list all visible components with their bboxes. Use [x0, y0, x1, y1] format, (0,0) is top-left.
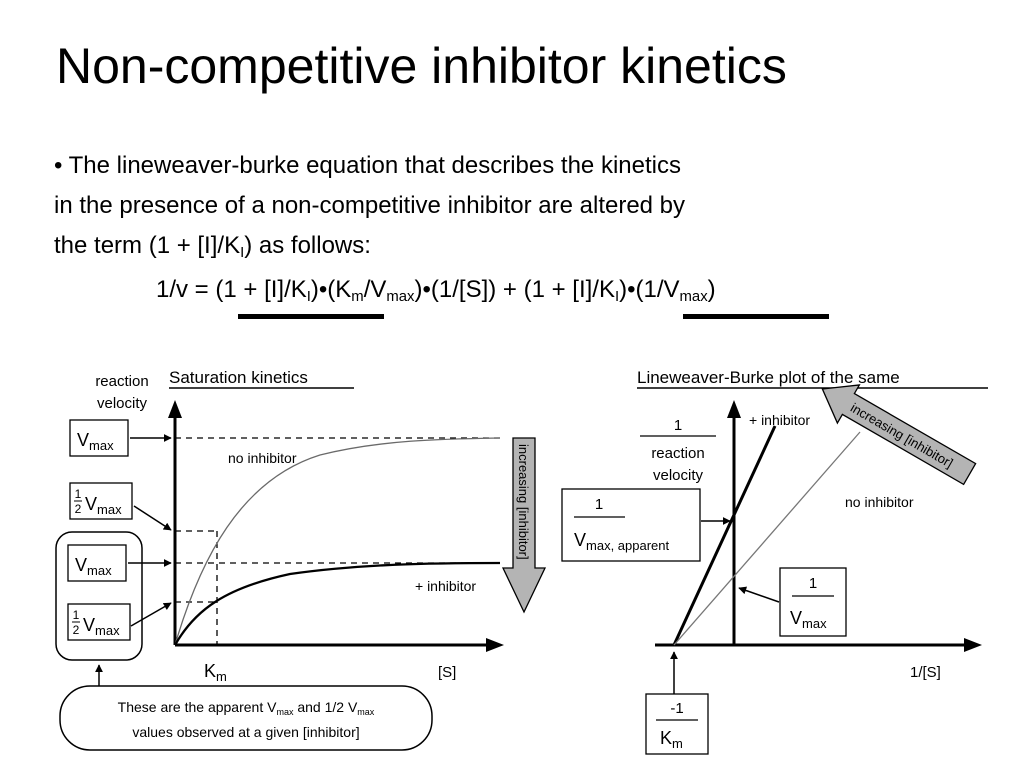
saturation-kinetics-panel: Saturation kinetics reaction velocity no… [55, 368, 547, 751]
svg-text:These are the apparent Vmax an: These are the apparent Vmax and 1/2 Vmax [118, 699, 375, 717]
lineweaver-y-label: 1 [674, 417, 682, 434]
bullet-line-3: the term (1 + [I]/KI) as follows: [54, 232, 371, 262]
saturation-x-label: [S] [438, 664, 456, 681]
bullet-line-1: • The lineweaver-burke equation that des… [54, 152, 681, 179]
equation-term-1: (1 + [I]/K [215, 276, 307, 303]
increasing-inhibitor-arrow-lb [821, 384, 977, 486]
apparent-vmax-box [67, 544, 127, 582]
label-no-inhibitor: no inhibitor [228, 450, 297, 466]
bullet-text: • The lineweaver-burke equation that des… [54, 146, 984, 266]
svg-text:Km: Km [660, 728, 683, 751]
svg-text:Vmax: Vmax [85, 494, 122, 517]
svg-text:-1: -1 [670, 700, 683, 717]
vmax-box [69, 419, 129, 457]
lineweaver-burke-panel: Lineweaver-Burke plot of the same 1 reac… [561, 368, 988, 755]
apparent-vmax-intercept-box [561, 488, 701, 562]
lineweaver-heading: Lineweaver-Burke plot of the same [637, 368, 900, 387]
equation-underline-2 [683, 314, 829, 319]
apparent-values-group [55, 531, 143, 661]
label-plus-inhibitor: + inhibitor [415, 578, 476, 594]
svg-text:2: 2 [75, 502, 82, 516]
increasing-inhibitor-label-lb: increasing [inhibitor] [848, 400, 956, 471]
svg-text:values observed at a given [in: values observed at a given [inhibitor] [132, 724, 359, 740]
svg-text:1: 1 [809, 575, 817, 592]
increasing-inhibitor-arrow [501, 437, 547, 614]
svg-text:1: 1 [73, 608, 80, 622]
line-plus-inhibitor [672, 425, 777, 646]
svg-text:2: 2 [73, 623, 80, 637]
apparent-values-note [59, 685, 433, 751]
bullet-line-2: in the presence of a non-competitive inh… [54, 192, 686, 219]
svg-text:velocity: velocity [97, 395, 148, 412]
saturation-heading: Saturation kinetics [169, 368, 308, 387]
svg-text:Vmax, apparent: Vmax, apparent [574, 530, 670, 553]
line-no-inhibitor [673, 431, 861, 646]
vmax-intercept-box [779, 567, 847, 637]
svg-text:1: 1 [75, 487, 82, 501]
km-intercept-box [645, 693, 709, 755]
slide-title: Non-competitive inhibitor kinetics [56, 38, 787, 94]
lineweaver-burke-equation: 1/v = (1 + [I]/KI)•(Km/Vmax)•(1/[S]) + (… [156, 276, 716, 306]
equation-underline-1 [238, 314, 384, 319]
svg-text:Vmax: Vmax [790, 608, 827, 631]
curve-no-inhibitor [174, 437, 501, 646]
lineweaver-x-label: 1/[S] [910, 664, 941, 681]
svg-text:reaction: reaction [651, 445, 704, 462]
increasing-inhibitor-label: increasing [inhibitor] [516, 444, 531, 560]
label-plus-inhibitor-lb: + inhibitor [749, 412, 810, 428]
svg-text:Vmax: Vmax [75, 555, 112, 578]
saturation-y-label: reaction [95, 373, 148, 390]
svg-text:velocity: velocity [653, 467, 704, 484]
equation-term-3: (1 + [I]/K [523, 276, 615, 303]
svg-text:Vmax: Vmax [83, 615, 120, 638]
km-label: Km [204, 661, 227, 684]
svg-text:Vmax: Vmax [77, 430, 114, 453]
svg-text:1: 1 [595, 496, 603, 513]
label-no-inhibitor-lb: no inhibitor [845, 494, 914, 510]
curve-plus-inhibitor [174, 561, 501, 646]
